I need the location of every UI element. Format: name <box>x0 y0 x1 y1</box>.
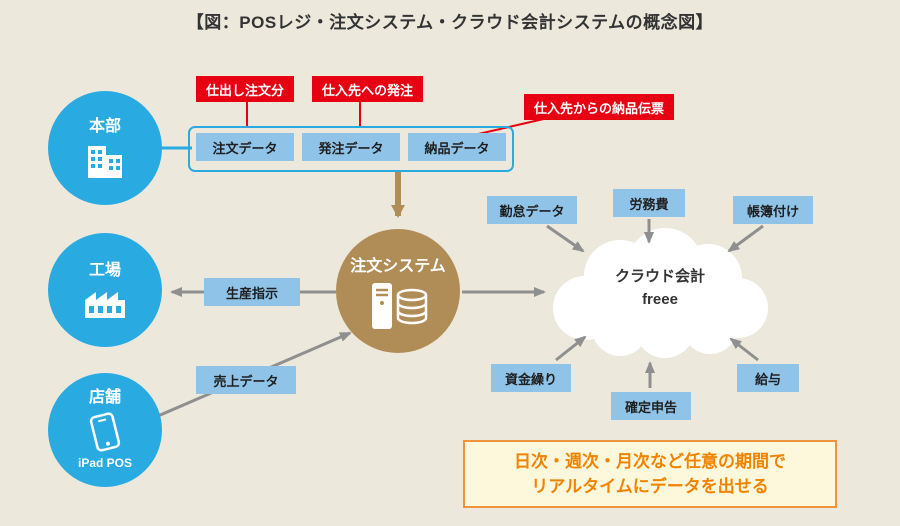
node-headquarters: 本部 <box>48 91 162 205</box>
box-labor-cost: 労務費 <box>613 189 685 217</box>
node-order-system: 注文システム <box>336 229 460 353</box>
note-line1: 日次・週次・月次など任意の期間で <box>514 451 786 471</box>
node-cloud-accounting: クラウド会計 freee <box>560 266 760 311</box>
server-database-icon <box>372 283 428 329</box>
data-group-frame <box>188 126 514 172</box>
store-sublabel: iPad POS <box>77 456 133 470</box>
box-order-data: 注文データ <box>196 133 294 161</box>
node-store: 店舗 iPad POS <box>48 373 162 487</box>
box-attendance-data: 勤怠データ <box>487 196 577 224</box>
label-supplier-delivery-slip: 仕入先からの納品伝票 <box>524 94 675 120</box>
building-icon <box>88 145 122 178</box>
box-sales-data: 売上データ <box>196 366 296 394</box>
factory-label: 工場 <box>88 261 121 279</box>
box-tax-return: 確定申告 <box>611 392 691 420</box>
factory-icon <box>85 291 125 318</box>
box-cash-flow: 資金繰り <box>491 364 571 392</box>
label-catering-order: 仕出し注文分 <box>196 76 295 102</box>
order-system-label: 注文システム <box>350 258 446 275</box>
box-purchase-data: 発注データ <box>302 133 400 161</box>
box-payroll: 給与 <box>737 364 799 392</box>
box-bookkeeping: 帳簿付け <box>733 196 813 224</box>
cloud-label-line2: freee <box>642 290 678 308</box>
note-line2: リアルタイムにデータを出せる <box>531 477 769 496</box>
box-delivery-data: 納品データ <box>408 133 506 161</box>
diagram-title: 【図：POSレジ・注文システム・クラウド会計システムの概念図】 <box>186 13 714 32</box>
node-factory: 工場 <box>48 233 162 347</box>
ipad-pos-icon <box>89 412 121 452</box>
cloud-label-line1: クラウド会計 <box>614 268 705 285</box>
label-supplier-purchase-order: 仕入先への発注 <box>312 76 424 102</box>
headquarters-label: 本部 <box>88 117 121 135</box>
box-production-order: 生産指示 <box>204 278 300 306</box>
cloud-shape <box>553 228 768 358</box>
store-label: 店舗 <box>88 389 121 406</box>
note-realtime-data: 日次・週次・月次など任意の期間で リアルタイムにデータを出せる <box>463 440 837 508</box>
